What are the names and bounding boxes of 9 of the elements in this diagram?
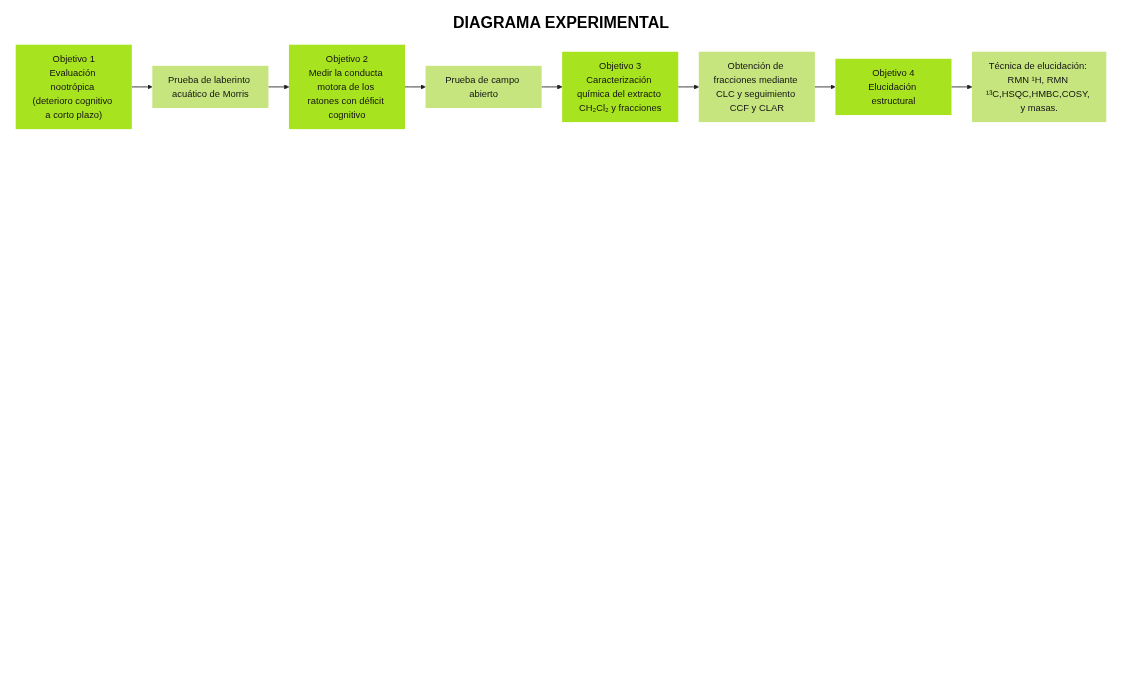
node-box: Prueba de laberinto acuático de Morris: [152, 65, 269, 108]
diagram-title: DIAGRAMA EXPERIMENTAL: [452, 14, 670, 32]
node-box: Objetivo 2 Medir la conducta motora de los ratones con déficit cognitivo: [288, 44, 405, 130]
node-box: Objetivo 3 Caracterización química del extracto CH₂Cl₂ y fracciones: [562, 51, 679, 123]
node-box: Técnica de elucidación: RMN ¹H, RMN ¹³C,HSQC,HMBC,COSY, y masas.: [972, 51, 1107, 123]
node-box: Objetivo 4 Elucidación estructural: [835, 58, 952, 116]
node-box: Prueba de campo abierto: [425, 65, 542, 108]
node-box: Obtención de fracciones mediante CLC y seguimiento CCF y CLAR: [698, 51, 815, 123]
node-box: Objetivo 1 Evaluación nootrópica (deterioro cognitivo a corto plazo): [15, 44, 132, 130]
